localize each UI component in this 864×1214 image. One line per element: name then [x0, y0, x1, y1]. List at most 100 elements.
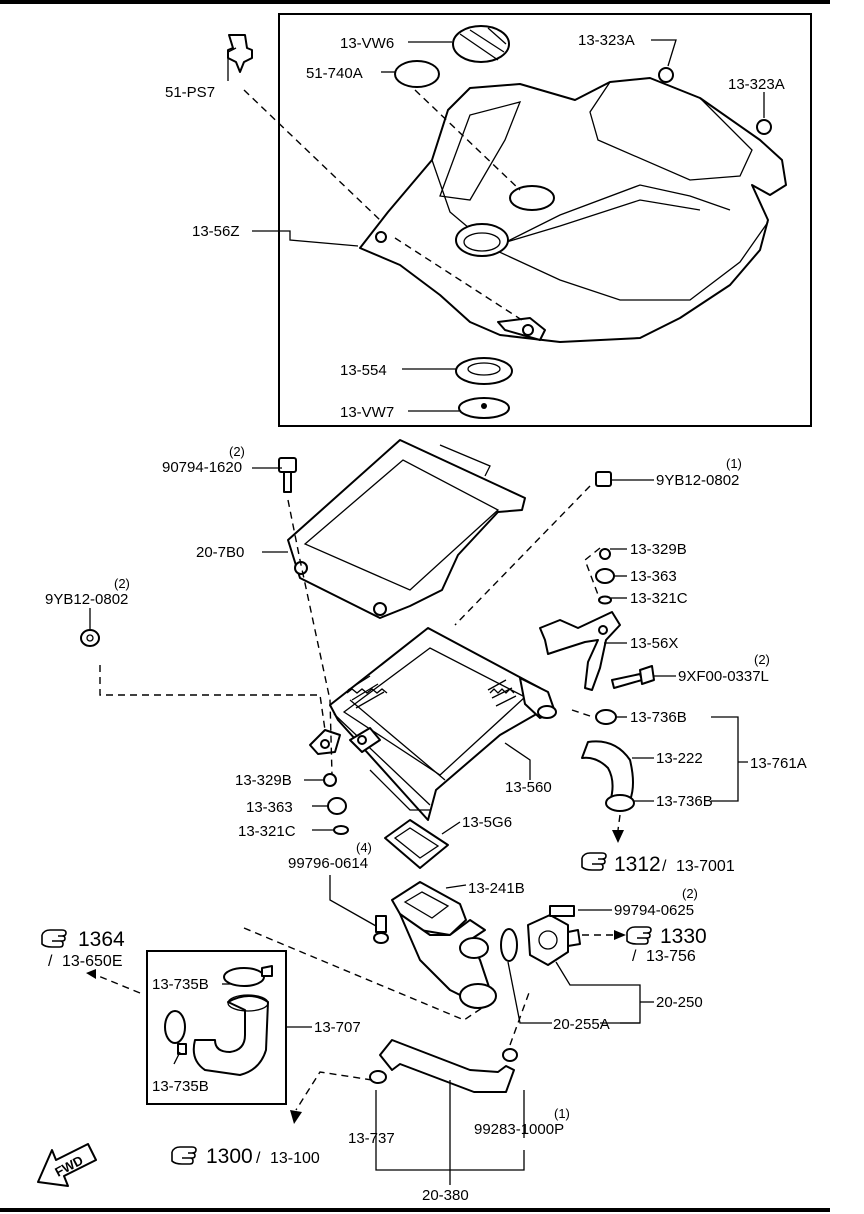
bolt-90794-1620 [278, 457, 297, 473]
label-13-222: 13-222 [656, 750, 703, 767]
label-20-250: 20-250 [656, 994, 703, 1011]
svg-text:13-650E: 13-650E [62, 953, 123, 970]
label-13-323a-2: 13-323A [728, 76, 785, 93]
qty-90794-1620: (2) [229, 444, 245, 459]
nut-9yb12-0802-l [80, 629, 100, 647]
fwd-label: FWD [52, 1153, 85, 1180]
label-13-vw6: 13-VW6 [340, 35, 394, 52]
fwd-arrow-icon: FWD [37, 1143, 97, 1187]
washer-13-321c-r [598, 595, 612, 605]
qty-99796-0614: (4) [356, 840, 372, 855]
ref-1300[interactable]: 1300 / 13-100 [171, 1145, 320, 1168]
hose-clip-13-737 [369, 1070, 387, 1084]
ref-1330[interactable]: 1330 / 13-756 [626, 925, 707, 965]
svg-text:13-756: 13-756 [646, 948, 696, 965]
label-13-737: 13-737 [348, 1130, 395, 1147]
label-51-ps7: 51-PS7 [165, 84, 215, 101]
washer-13-321c-l [333, 825, 349, 835]
label-13-735b-2: 13-735B [152, 1078, 209, 1095]
label-13-761a: 13-761A [750, 755, 807, 772]
bottom-rule [0, 1208, 830, 1212]
label-13-363-r: 13-363 [630, 568, 677, 585]
label-99283-1000p: 99283-1000P [474, 1121, 564, 1138]
pointing-hand-icon [171, 1146, 197, 1165]
clamp-13-736b-2 [605, 794, 635, 812]
svg-text:13-7001: 13-7001 [676, 858, 735, 875]
label-13-363-l: 13-363 [246, 799, 293, 816]
label-90794-1620: 90794-1620 [162, 459, 242, 476]
clamp-13-735b-2 [164, 1010, 186, 1044]
gasket-13-5g6 [384, 819, 449, 869]
label-13-329b-r: 13-329B [630, 541, 687, 558]
label-51-740a: 51-740A [306, 65, 363, 82]
label-13-5g6: 13-5G6 [462, 814, 512, 831]
label-13-323a-1: 13-323A [578, 32, 635, 49]
label-13-554: 13-554 [340, 362, 387, 379]
label-13-321c-l: 13-321C [238, 823, 296, 840]
label-9yb12-0802-l: 9YB12-0802 [45, 591, 128, 608]
intercooler-cover-20-7b0 [287, 439, 526, 619]
gasket-20-255a [500, 928, 518, 962]
label-20-255a: 20-255A [553, 1016, 610, 1033]
bracket-13-56x [539, 611, 621, 691]
svg-text:1312: 1312 [614, 853, 661, 876]
intercooler-13-560 [329, 627, 541, 821]
pointing-hand-icon [41, 929, 67, 948]
label-20-380: 20-380 [422, 1187, 469, 1204]
top-rule [0, 0, 830, 4]
hose-13-222 [581, 740, 634, 803]
svg-text:/: / [256, 1150, 261, 1167]
qty-9xf00-0337l: (2) [754, 652, 770, 667]
label-13-321c-r: 13-321C [630, 590, 688, 607]
svg-text:1330: 1330 [660, 925, 707, 948]
label-9yb12-0802-r: 9YB12-0802 [656, 472, 739, 489]
svg-text:1364: 1364 [78, 928, 125, 951]
svg-text:13-100: 13-100 [270, 1150, 320, 1167]
qty-9yb12-0802-r: (1) [726, 456, 742, 471]
qty-99283-1000p: (1) [554, 1106, 570, 1121]
label-13-56z: 13-56Z [192, 223, 240, 240]
nut-9yb12-0802-r [595, 471, 612, 487]
duct-13-241b [391, 881, 467, 936]
nut-13-329b-l [323, 773, 337, 787]
label-13-241b: 13-241B [468, 880, 525, 897]
oil-filler-cap-13-vw6 [452, 25, 510, 63]
qty-9yb12-0802-l: (2) [114, 576, 130, 591]
label-13-735b-1: 13-735B [152, 976, 209, 993]
ref-1364[interactable]: 1364 / 13-650E [41, 928, 125, 970]
throttle-body-20-250 [527, 914, 569, 966]
svg-text:1300: 1300 [206, 1145, 253, 1168]
label-13-329b-l: 13-329B [235, 772, 292, 789]
label-13-707: 13-707 [314, 1019, 361, 1036]
nut-13-329b-r [599, 548, 611, 560]
label-13-56x: 13-56X [630, 635, 678, 652]
label-13-736b-1: 13-736B [630, 709, 687, 726]
ref-1312[interactable]: 1312 / 13-7001 [581, 852, 735, 876]
qty-99794-0625: (2) [682, 886, 698, 901]
clip-51-ps7 [227, 34, 253, 73]
clamp-13-735b-1 [223, 967, 265, 987]
grommet-13-363-l [327, 797, 347, 815]
bolt-9xf00-0337l [611, 673, 643, 689]
cap-51-740a [394, 60, 440, 88]
svg-text:/: / [662, 858, 667, 875]
clamp-13-736b-1 [595, 709, 617, 725]
grommet-13-363-r [595, 568, 615, 584]
label-99796-0614: 99796-0614 [288, 855, 368, 872]
label-9xf00-0337l: 9XF00-0337L [678, 668, 769, 685]
pipe-20-380 [379, 1039, 515, 1093]
label-13-560: 13-560 [505, 779, 552, 796]
engine-cover-frame [278, 13, 812, 427]
bolt-99794-0625 [549, 905, 575, 917]
grommet-13-554 [455, 357, 513, 385]
svg-text:/: / [48, 953, 53, 970]
nut-13-323a-1 [658, 67, 674, 83]
pointing-hand-icon [626, 926, 652, 945]
plug-99283-1000p [502, 1048, 518, 1062]
label-13-vw7: 13-VW7 [340, 404, 394, 421]
label-99794-0625: 99794-0625 [614, 902, 694, 919]
svg-text:/: / [632, 948, 637, 965]
bolt-99796-0614 [375, 915, 387, 933]
